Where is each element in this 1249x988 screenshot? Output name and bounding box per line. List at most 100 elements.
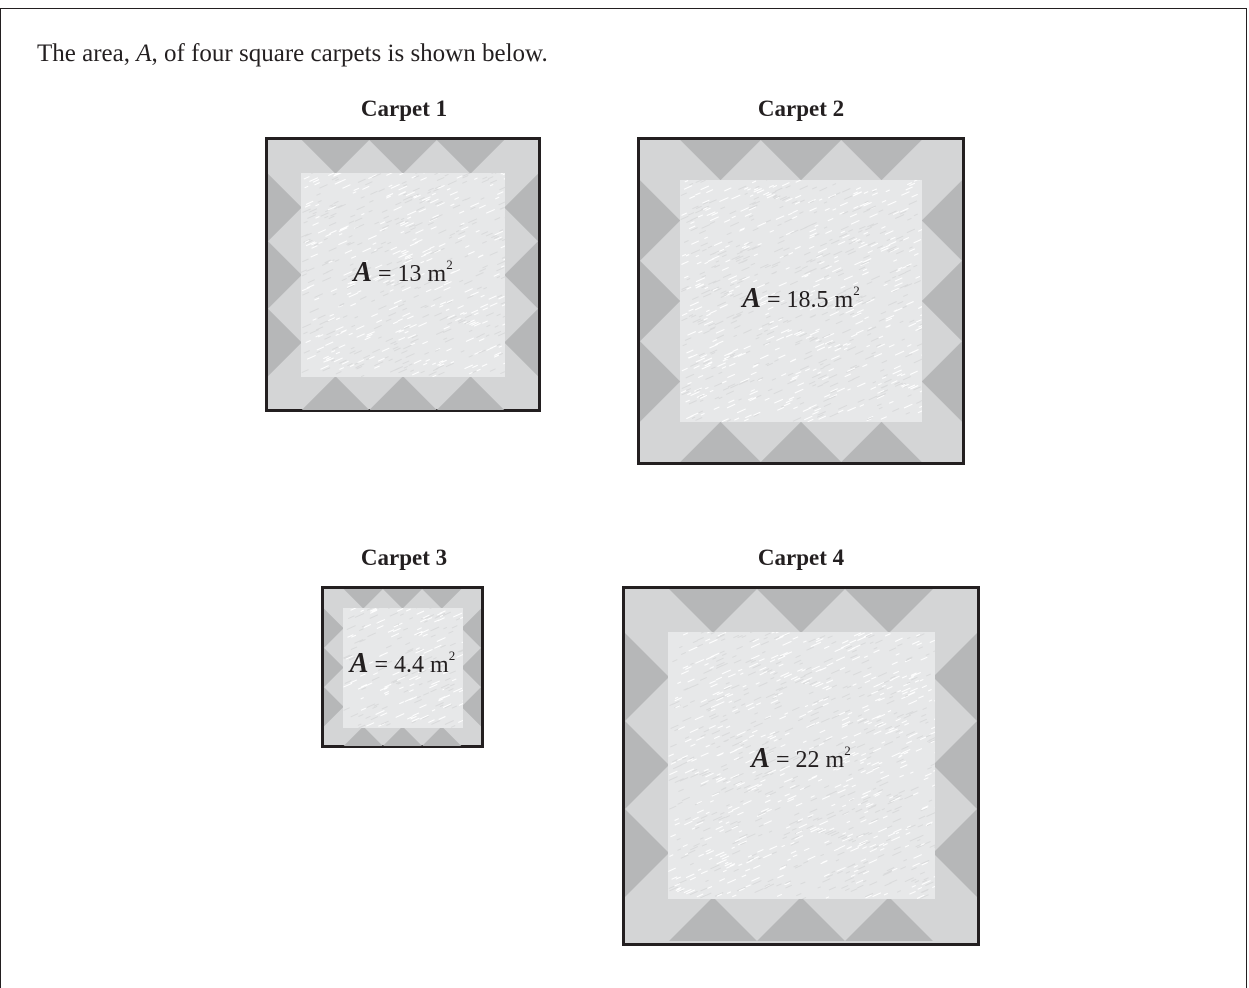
texture-fleck (409, 683, 414, 685)
texture-fleck (384, 216, 389, 218)
texture-fleck (774, 807, 780, 810)
texture-fleck (922, 707, 926, 709)
texture-fleck (336, 327, 344, 330)
texture-fleck (690, 877, 696, 880)
texture-fleck (881, 417, 887, 420)
texture-fleck (495, 231, 503, 235)
texture-fleck (462, 697, 463, 701)
texture-fleck (871, 387, 876, 390)
border-triangle (922, 261, 962, 342)
texture-fleck (892, 276, 896, 278)
texture-fleck (878, 383, 882, 385)
texture-fleck (740, 673, 743, 674)
texture-fleck (501, 302, 505, 305)
texture-fleck (800, 212, 804, 214)
texture-fleck (710, 709, 715, 711)
texture-fleck (867, 334, 871, 336)
texture-fleck (917, 887, 921, 889)
texture-fleck (799, 662, 802, 663)
carpet-2-center: A = 18.5 m2 (680, 180, 922, 422)
texture-fleck (371, 250, 377, 253)
texture-fleck (917, 344, 922, 347)
texture-fleck (458, 703, 462, 705)
texture-fleck (728, 810, 733, 812)
texture-fleck (817, 347, 825, 351)
texture-fleck (361, 197, 365, 199)
texture-fleck (727, 420, 731, 422)
texture-fleck (409, 364, 413, 366)
texture-fleck (866, 235, 870, 237)
texture-fleck (370, 716, 377, 719)
texture-fleck (763, 820, 771, 824)
texture-fleck (730, 821, 737, 824)
texture-fleck (751, 853, 756, 855)
texture-fleck (403, 193, 406, 195)
border-triangle (369, 140, 437, 174)
texture-fleck (394, 300, 402, 304)
texture-fleck (918, 646, 922, 648)
texture-fleck (852, 683, 856, 685)
texture-fleck (430, 689, 436, 692)
texture-fleck (386, 173, 393, 175)
texture-fleck (698, 375, 703, 377)
texture-fleck (358, 179, 366, 182)
texture-fleck (401, 250, 406, 252)
texture-fleck (388, 629, 394, 632)
texture-fleck (882, 685, 886, 687)
border-triangle (640, 261, 680, 342)
texture-fleck (471, 310, 478, 313)
texture-fleck (910, 787, 918, 791)
texture-fleck (892, 409, 899, 412)
texture-fleck (425, 352, 429, 354)
texture-fleck (732, 895, 736, 897)
texture-fleck (401, 218, 404, 219)
texture-fleck (753, 865, 760, 868)
texture-fleck (846, 821, 849, 823)
border-triangle (761, 422, 842, 462)
texture-fleck (704, 331, 710, 334)
texture-fleck (448, 181, 457, 185)
texture-fleck (426, 360, 430, 362)
texture-fleck (736, 731, 745, 735)
texture-fleck (824, 395, 830, 398)
texture-fleck (774, 248, 783, 252)
texture-fleck (811, 666, 819, 670)
texture-fleck (414, 360, 421, 363)
texture-fleck (798, 824, 806, 828)
texture-fleck (699, 358, 705, 361)
texture-fleck (860, 858, 865, 860)
texture-fleck (895, 653, 899, 655)
texture-fleck (486, 209, 495, 213)
texture-fleck (389, 612, 397, 616)
texture-fleck (820, 187, 828, 191)
texture-fleck (902, 267, 906, 269)
carpet-1-area-label: A = 13 m2 (301, 257, 505, 289)
texture-fleck (445, 174, 449, 176)
texture-fleck (719, 650, 724, 652)
texture-fleck (701, 186, 709, 190)
texture-fleck (702, 249, 706, 251)
texture-fleck (928, 689, 931, 691)
texture-fleck (501, 245, 505, 248)
texture-fleck (710, 217, 719, 221)
texture-fleck (815, 225, 819, 227)
texture-fleck (349, 221, 354, 223)
texture-fleck (325, 336, 331, 339)
texture-fleck (748, 247, 757, 251)
texture-fleck (711, 730, 719, 734)
texture-fleck (909, 247, 912, 249)
texture-fleck (928, 799, 931, 801)
texture-fleck (361, 375, 364, 376)
texture-fleck (488, 177, 493, 179)
texture-fleck (330, 314, 334, 316)
texture-fleck (810, 712, 818, 716)
texture-fleck (850, 654, 857, 657)
texture-fleck (893, 846, 900, 849)
texture-fleck (691, 250, 700, 254)
texture-fleck (731, 195, 740, 199)
texture-fleck (751, 655, 760, 659)
texture-fleck (803, 408, 811, 412)
texture-fleck (471, 203, 480, 207)
texture-fleck (691, 241, 699, 244)
texture-fleck (749, 735, 754, 737)
